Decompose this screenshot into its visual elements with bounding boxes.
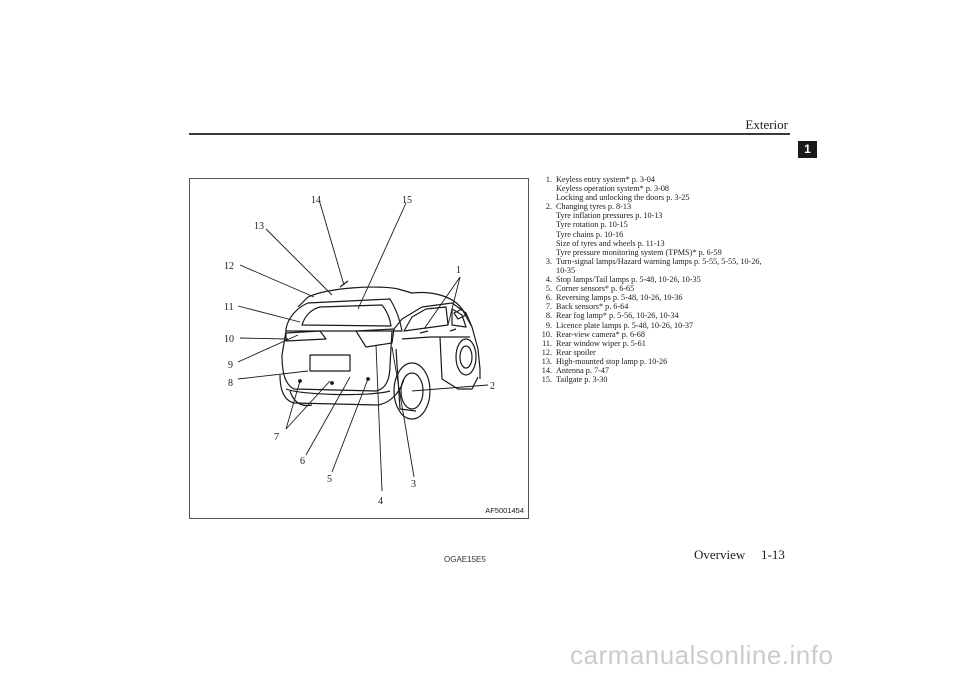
item-number: 4. <box>545 275 552 285</box>
item-number: 5. <box>545 284 552 294</box>
list-item: 11. Rear window wiper p. 5-61 <box>536 339 791 348</box>
callout-11: 11 <box>224 302 234 313</box>
header-title: Exterior <box>745 117 788 132</box>
car-rear-figure: 1 2 3 4 5 6 7 8 9 10 11 12 13 14 15 AF50… <box>189 178 529 519</box>
list-item: 10. Rear-view camera* p. 6-68 <box>536 330 791 339</box>
item-text: Tailgate p. 3-30 <box>556 375 608 385</box>
item-text: Tyre rotation p. 10-15 <box>556 220 628 230</box>
callout-labels: 1 2 3 4 5 6 7 8 9 10 11 12 13 14 15 <box>224 195 495 507</box>
document-code: OGAE15E5 <box>444 555 486 564</box>
item-text: Size of tyres and wheels p. 11-13 <box>556 238 665 248</box>
item-number: 10. <box>541 329 552 339</box>
list-item: 6. Reversing lamps p. 5-48, 10-26, 10-36 <box>536 293 791 302</box>
chapter-tab[interactable]: 1 <box>798 141 817 158</box>
item-text: Stop lamps/Tail lamps p. 5-48, 10-26, 10… <box>556 275 701 285</box>
list-item: 5. Corner sensors* p. 6-65 <box>536 284 791 293</box>
item-text: Keyless operation system* p. 3-08 <box>556 184 670 194</box>
list-item: 12. Rear spoiler <box>536 348 791 357</box>
callout-13: 13 <box>254 221 264 232</box>
item-text: Corner sensors* p. 6-65 <box>556 284 635 294</box>
callout-3: 3 <box>411 479 416 490</box>
item-text: Rear window wiper p. 5-61 <box>556 338 646 348</box>
list-item: 4. Stop lamps/Tail lamps p. 5-48, 10-26, … <box>536 275 791 284</box>
item-number: 1. <box>545 175 552 184</box>
item-text: Keyless entry system* p. 3-04 <box>556 175 655 184</box>
callout-2: 2 <box>490 381 495 392</box>
callout-12: 12 <box>224 261 234 272</box>
callout-15: 15 <box>402 195 412 206</box>
callout-9: 9 <box>228 360 233 371</box>
item-number: 2. <box>545 202 552 212</box>
item-number: 7. <box>545 302 552 312</box>
list-item: 7. Back sensors* p. 6-64 <box>536 302 791 311</box>
callout-5: 5 <box>327 474 332 485</box>
item-number: 14. <box>541 365 552 375</box>
callout-14: 14 <box>311 195 321 206</box>
footer-section-title: Overview <box>694 547 746 562</box>
item-number: 6. <box>545 293 552 303</box>
item-text: Licence plate lamps p. 5-48, 10-26, 10-3… <box>556 320 694 330</box>
item-text: Antenna p. 7-47 <box>556 365 609 375</box>
callout-10: 10 <box>224 334 234 345</box>
callout-8: 8 <box>228 378 233 389</box>
figure-code: AF5001454 <box>483 505 526 516</box>
page-number: 1-13 <box>761 547 785 562</box>
item-text: Rear-view camera* p. 6-68 <box>556 329 645 339</box>
item-text: Tyre pressure monitoring system (TPMS)* … <box>556 247 722 257</box>
item-number: 15. <box>541 375 552 385</box>
item-text: Tyre inflation pressures p. 10-13 <box>556 211 663 221</box>
callout-1: 1 <box>456 265 461 276</box>
item-text: Back sensors* p. 6-64 <box>556 302 629 312</box>
item-number: 8. <box>545 311 552 321</box>
list-item: 13. High-mounted stop lamp p. 10-26 <box>536 357 791 366</box>
callout-6: 6 <box>300 456 305 467</box>
list-item: 3. Turn-signal lamps/Hazard warning lamps… <box>536 257 791 275</box>
car-rear-illustration: 1 2 3 4 5 6 7 8 9 10 11 12 13 14 15 <box>224 195 495 507</box>
list-item: 8. Rear fog lamp* p. 5-56, 10-26, 10-34 <box>536 311 791 320</box>
item-number: 3. <box>545 256 552 266</box>
list-item: 14. Antenna p. 7-47 <box>536 366 791 375</box>
item-number: 13. <box>541 356 552 366</box>
item-text: Changing tyres p. 8-13 <box>556 202 632 212</box>
item-text: Tyre chains p. 10-16 <box>556 229 624 239</box>
leader-lines <box>237 202 489 492</box>
item-text: Reversing lamps p. 5-48, 10-26, 10-36 <box>556 293 683 303</box>
item-text: Locking and unlocking the doors p. 3-25 <box>556 193 690 203</box>
item-text: Turn-signal lamps/Hazard warning lamps p… <box>556 256 762 266</box>
item-number: 11. <box>542 338 552 348</box>
callout-4: 4 <box>378 496 383 507</box>
list-item: 15. Tailgate p. 3-30 <box>536 375 791 384</box>
watermark: carmanualsonline.info <box>570 640 834 670</box>
item-text: Rear spoiler <box>556 347 596 357</box>
item-text: 10-35 <box>556 265 576 275</box>
item-text: High-mounted stop lamp p. 10-26 <box>556 356 668 366</box>
item-number: 12. <box>541 347 552 357</box>
item-number: 9. <box>545 320 552 330</box>
header-rule <box>189 133 790 135</box>
item-text: Rear fog lamp* p. 5-56, 10-26, 10-34 <box>556 311 679 321</box>
list-item: 9. Licence plate lamps p. 5-48, 10-26, 10… <box>536 321 791 330</box>
car-body <box>279 280 481 420</box>
callout-7: 7 <box>274 432 279 443</box>
